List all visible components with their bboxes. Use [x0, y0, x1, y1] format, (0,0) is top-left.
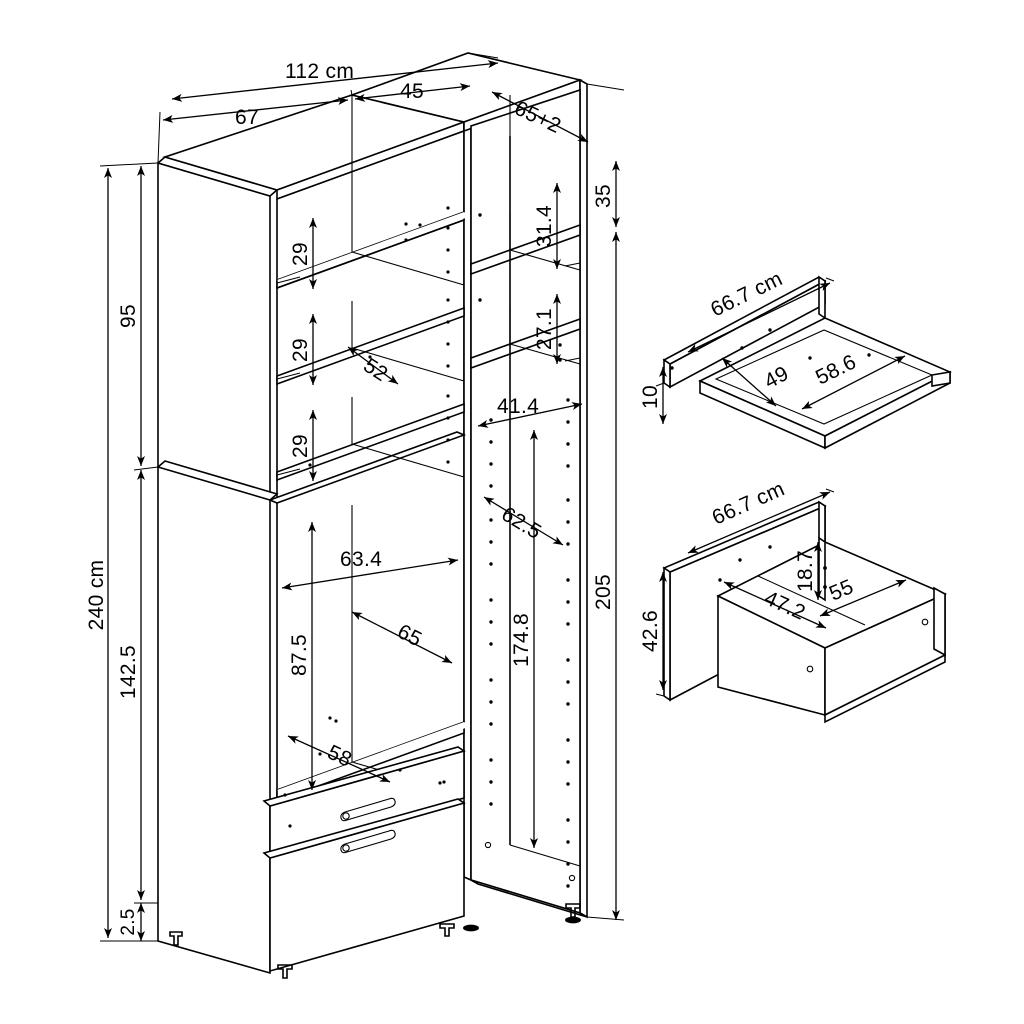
cam-hole-2 — [568, 874, 576, 882]
dim-plinth-25: 2.5 — [118, 903, 145, 941]
drawer-2-top-edge — [262, 798, 466, 859]
dim-tall-opening-1748: 174.8 — [510, 430, 538, 848]
mid-horizontal-divider — [156, 460, 279, 501]
drawer-back-tab — [818, 500, 826, 544]
dim-body-height-205: 205 — [592, 232, 620, 920]
right-section-interior-back — [470, 88, 581, 915]
right-shelf-a-front — [470, 223, 581, 276]
drawer-1-handle[interactable] — [340, 797, 396, 822]
dim-label-total-height: 240 cm — [85, 560, 108, 631]
left-shelf-2-front — [276, 306, 465, 386]
dim-compartment-271: 27.1 — [533, 294, 581, 364]
dim-label-right-width: 45 — [400, 80, 424, 103]
left-shelf-1-recede — [351, 251, 465, 286]
shelf-right-cap — [931, 371, 951, 387]
dim-label-shelf-thickness: 10 — [639, 385, 662, 409]
ext-top-left — [157, 111, 161, 164]
left-section-feet — [169, 923, 455, 979]
dim-label-hanging-width: 63.4 — [340, 548, 382, 571]
dim-label-shelf-gap-3: 29 — [289, 434, 312, 458]
ext-top-right — [467, 52, 499, 59]
ext-shelf-t-b — [655, 382, 665, 387]
dim-left-width-67: 67 — [162, 97, 349, 129]
dim-label-hanging-height: 87.5 — [288, 634, 311, 676]
right-shelf-b-front — [470, 317, 581, 370]
dim-label-left-width: 67 — [235, 106, 259, 129]
right-outer-side-panel — [579, 78, 588, 919]
right-section-feet — [463, 903, 581, 932]
dim-upper-height-95: 95 — [117, 166, 145, 466]
left-shelf-3-front — [276, 402, 465, 482]
left-shelf-1-edge — [276, 219, 465, 289]
dim-lower-height-1425: 142.5 — [117, 470, 145, 900]
dim-label-lower-height: 142.5 — [117, 645, 140, 699]
dim-label-top-overhang: 35 — [592, 184, 615, 208]
drawer-cam-hole-right — [921, 618, 929, 626]
left-outer-side-panel — [157, 161, 271, 975]
ext-top-mid — [350, 89, 353, 96]
shelf-back-tab — [818, 275, 826, 320]
right-shelf-a-recede — [509, 249, 581, 271]
detail-drawer-component: 66.7 cm 42.6 47.2 55 18.7 — [639, 477, 947, 724]
dim-shelf-thickness-10: 10 — [639, 367, 667, 424]
dim-label-upper-height: 95 — [117, 304, 140, 328]
dim-total-width-112: 112 cm — [171, 60, 499, 102]
dim-label-drawer-height: 42.6 — [639, 610, 662, 652]
ext-c1 — [564, 262, 581, 267]
drawer-cam-hole-front — [806, 665, 814, 673]
dim-shelf-gap-3: 29 — [276, 410, 317, 481]
dim-label-comp-2: 27.1 — [533, 308, 556, 350]
dim-top-overhang-35: 35 — [592, 161, 620, 227]
left-section-divider-panel — [463, 120, 472, 882]
ext-top-height — [99, 162, 159, 167]
ext-gap2 — [276, 372, 301, 380]
main-cabinet-left-section — [156, 94, 472, 979]
mid-horizontal-divider-top — [267, 431, 467, 504]
dim-inner-width-414: 41.4 — [477, 395, 583, 428]
dim-compartment-314: 31.4 — [533, 183, 581, 269]
left-shelf-3-recede — [351, 443, 465, 478]
detail-shelf-component: 66.7 cm 49 58.6 10 — [639, 267, 952, 450]
drawer-2-handle[interactable] — [340, 829, 396, 854]
shelf-back-panel-edge — [663, 358, 671, 389]
dim-label-comp-1: 31.4 — [533, 205, 556, 247]
ext-mid-div — [133, 466, 159, 471]
dim-label-drawer-side-height: 18.7 — [794, 550, 817, 592]
dim-label-plinth: 2.5 — [118, 908, 139, 935]
dim-total-height-240: 240 cm — [85, 168, 112, 938]
ext-gap3 — [276, 468, 301, 476]
ext-drw-h — [655, 693, 665, 697]
ext-r-bottom — [586, 916, 625, 921]
dim-label-body-height: 205 — [592, 574, 615, 610]
drawer-right-cap — [933, 586, 946, 657]
ext-shelf-w-r — [825, 277, 835, 282]
dim-right-width-45: 45 — [354, 80, 471, 103]
drawer-back-panel-edge — [663, 566, 671, 702]
dim-drawer-side-height-187: 18.7 — [794, 542, 822, 600]
left-back-inner-panel — [276, 129, 465, 828]
cam-hole-1 — [484, 841, 492, 849]
left-shelf-1-top — [277, 212, 471, 284]
dim-shelf-gap-2: 29 — [276, 314, 317, 385]
dim-label-shelf-gap-2: 29 — [289, 338, 312, 362]
dim-shelf-gap-1: 29 — [276, 218, 317, 289]
ext-c2 — [564, 357, 581, 362]
dim-drawer-height-426: 42.6 — [639, 572, 667, 697]
ext-drw-w — [825, 488, 835, 493]
dim-label-shelf-gap-1: 29 — [289, 242, 312, 266]
ext-gap1 — [276, 276, 301, 284]
dim-label-tall-opening: 174.8 — [510, 613, 533, 667]
ext-r-top — [586, 83, 625, 91]
dim-label-total-width: 112 cm — [285, 60, 354, 83]
drawer-front-bottom-strip — [824, 653, 946, 724]
dim-label-inner-width: 41.4 — [497, 395, 539, 418]
